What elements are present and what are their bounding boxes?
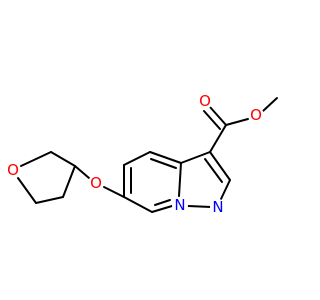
atom-o-ester: O — [248, 106, 264, 124]
atom-n-bridgehead-label: N — [174, 196, 185, 214]
bond-c2-npyr — [220, 179, 231, 200]
bond-c6-oether — [103, 186, 125, 198]
bond-ccarbonyl-c3 — [209, 124, 227, 153]
atom-n-pyrazole: N — [210, 198, 226, 216]
bond-c6-c7 — [123, 196, 153, 213]
bond-methyl-oester — [262, 97, 278, 112]
atom-o-ester-label: O — [250, 106, 262, 124]
bond-ccarbonyl-ocarbonyl-b — [203, 110, 221, 130]
bond-c3a-c4-b — [150, 158, 177, 169]
atom-o-ether: O — [88, 174, 104, 192]
bond-c4-c5 — [123, 151, 151, 166]
atom-o-carbonyl-label: O — [199, 92, 211, 110]
bond-c7-nbridge-a — [151, 205, 173, 213]
atom-n-bridgehead: N — [172, 196, 188, 214]
bond-npyr-nbridge — [187, 205, 212, 208]
bond-c4thf-c3thf — [62, 165, 76, 198]
bond-oether-c3thf — [74, 165, 90, 179]
bonds — [17, 97, 278, 213]
bond-c3thf-c2thf — [50, 151, 76, 167]
atom-o-carbonyl: O — [197, 92, 213, 110]
bond-c3-c3a — [180, 151, 211, 164]
atom-o-ether-label: O — [90, 174, 102, 192]
molecule-diagram: O O O O N — [5, 92, 278, 216]
atom-o-ring-label: O — [7, 161, 19, 179]
bond-c5thf-c4thf — [35, 196, 64, 204]
bond-c3-c2-a — [209, 151, 231, 181]
bond-c3a-c4-a — [149, 151, 182, 164]
bond-nbridge-c3a — [178, 162, 182, 197]
atom-labels: O O O O N — [5, 92, 264, 216]
bond-oring-c5thf — [17, 177, 37, 204]
bond-c7-nbridge-b — [154, 199, 171, 206]
bond-oester-ccarbonyl — [225, 118, 249, 126]
bond-c2thf-oring — [20, 151, 52, 167]
atom-n-pyrazole-label: N — [212, 198, 223, 216]
molecule-structure: O O O O N — [5, 92, 278, 216]
atom-o-ring: O — [5, 161, 21, 179]
bond-c3-c2-b — [204, 158, 223, 183]
bond-ccarbonyl-ocarbonyl-a — [209, 106, 227, 126]
